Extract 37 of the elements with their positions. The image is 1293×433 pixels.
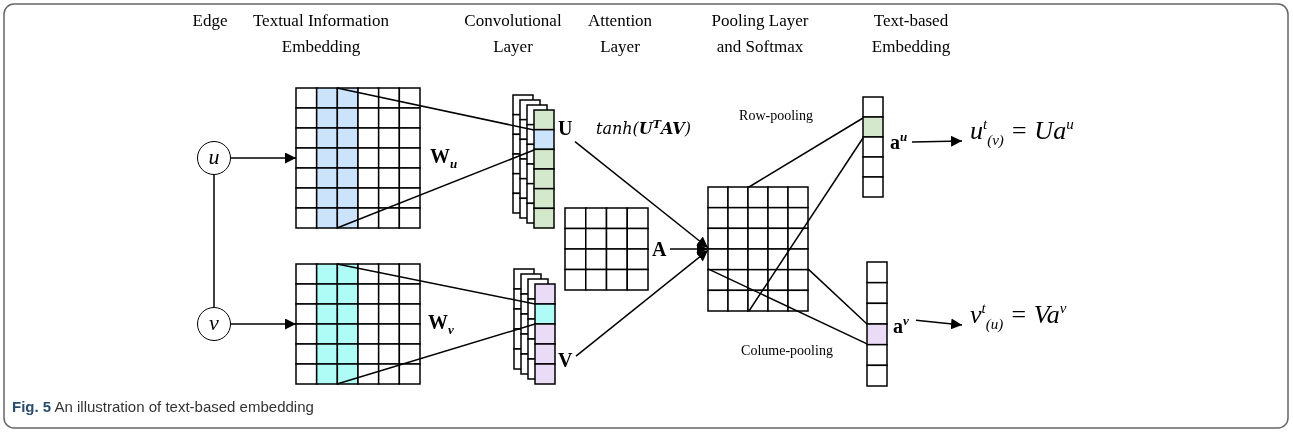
- connector-line: [336, 263, 536, 305]
- connector-line: [707, 268, 868, 345]
- connector-line: [336, 149, 535, 229]
- arrow: [575, 249, 709, 357]
- connector-line: [336, 323, 536, 385]
- matrix-label: W$_{u}$: [430, 146, 458, 170]
- annotation-text: Colume-pooling: [740, 343, 834, 359]
- node-circle: u: [197, 141, 231, 175]
- column-heading: Textual Information Embedding: [251, 10, 391, 58]
- figure-caption: Fig. 5 An illustration of text-based embedding: [12, 398, 314, 415]
- column-heading: Convolutional Layer: [463, 10, 563, 58]
- matrix-label: V: [558, 350, 573, 370]
- connector-line: [213, 174, 215, 308]
- formula: v$^{t}$$_{(u)}$ = Va$^{v}$: [962, 300, 1172, 350]
- formula: u$^{t}$$_{(v)}$ = Ua$^{u}$: [962, 116, 1172, 166]
- column-heading: Text-based Embedding: [870, 10, 952, 58]
- connector-line: [748, 137, 864, 312]
- annotation-text: Row-pooling: [738, 108, 814, 124]
- matrix-label: U: [558, 118, 573, 138]
- arrow: [230, 152, 297, 164]
- column-heading: Edge: [191, 10, 229, 32]
- arrow: [574, 140, 709, 249]
- arrow: [915, 318, 963, 330]
- arrow: [911, 135, 963, 147]
- matrix-label: W$_{v}$: [428, 312, 454, 336]
- matrix-label: A: [652, 239, 667, 259]
- connector-line: [748, 117, 864, 188]
- node-circle: v: [197, 307, 231, 341]
- matrix-label: a$^{v}$: [893, 314, 909, 336]
- matrix-label: a$^{u}$: [890, 130, 908, 152]
- arrow: [230, 318, 297, 330]
- connector-line: [336, 87, 535, 131]
- edge-label: tanh(U$^{T}$AV): [594, 118, 693, 139]
- column-heading: Pooling Layer and Softmax: [710, 10, 810, 58]
- connector-line: [807, 268, 868, 325]
- column-heading: Attention Layer: [586, 10, 654, 58]
- arrow: [669, 243, 709, 255]
